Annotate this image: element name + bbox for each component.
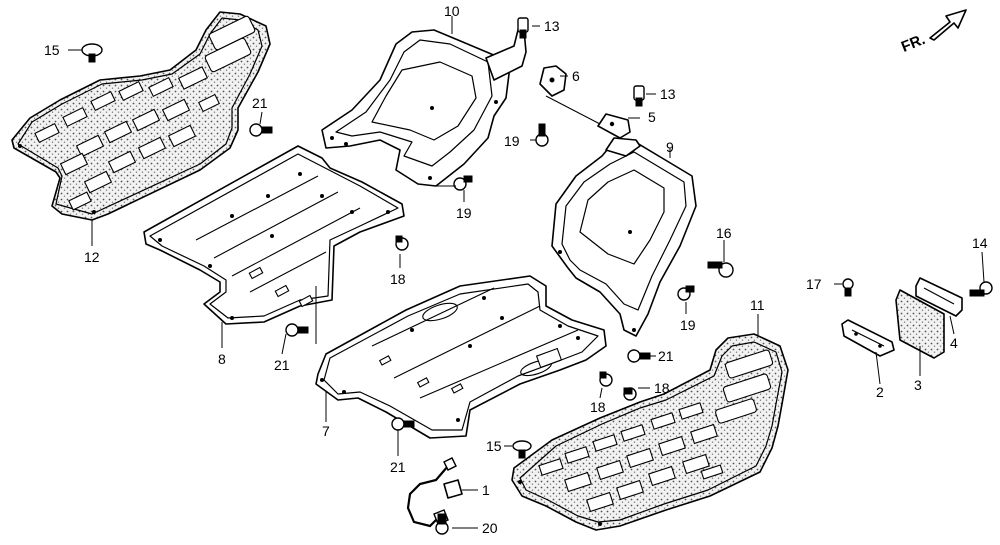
callout-9: 9 [666, 139, 674, 155]
fastener-16 [707, 261, 734, 278]
fastener-14 [969, 281, 993, 297]
callout-7: 7 [322, 423, 330, 439]
right-mat-pads [538, 349, 774, 513]
callout-1: 1 [482, 482, 490, 498]
fastener-13-right [633, 85, 645, 107]
fastener-20 [435, 513, 449, 535]
fastener-15-bottom [512, 440, 532, 459]
callout-21-right: 21 [658, 348, 674, 364]
callout-19-middle: 19 [456, 205, 472, 221]
callout-16: 16 [716, 225, 732, 241]
callout-5: 5 [648, 109, 656, 125]
callout-10: 10 [444, 3, 460, 19]
left-mat-pads [34, 15, 256, 211]
callout-labels: 1 2 3 4 5 6 7 8 9 10 11 12 13 13 14 15 1… [44, 3, 988, 536]
callout-13-top: 13 [544, 18, 560, 34]
part-11-right-floor-mat [511, 333, 789, 531]
callout-15-top: 15 [44, 42, 60, 58]
part-12-left-floor-mat [11, 11, 271, 221]
part-9-lower-seat-bracket [551, 137, 697, 337]
callout-17: 17 [806, 276, 822, 292]
leader-lines [68, 16, 985, 529]
callout-18-right: 18 [654, 380, 670, 396]
part-5-bracket [597, 113, 631, 139]
callout-8: 8 [218, 351, 226, 367]
part-4-reflector-plate [915, 277, 963, 317]
callout-19-upper: 19 [504, 133, 520, 149]
fastener-21-mid [285, 323, 309, 337]
front-direction-marker: FR. [899, 9, 967, 56]
fastener-13-top [517, 17, 529, 39]
front-direction-label: FR. [899, 31, 928, 56]
part-1-switch-harness [406, 457, 463, 528]
fastener-19-right [677, 285, 695, 301]
callout-19-right: 19 [680, 317, 696, 333]
fastener-15-top [81, 43, 103, 63]
fastener-18-left [395, 235, 409, 251]
fastener-18-right [623, 387, 637, 401]
callout-21-lower: 21 [390, 459, 406, 475]
fastener-17 [842, 278, 854, 297]
callout-12: 12 [84, 249, 100, 265]
callout-20: 20 [482, 520, 498, 536]
fastener-21-upper [249, 123, 273, 137]
callout-6: 6 [572, 68, 580, 84]
callout-18-left: 18 [390, 271, 406, 287]
fastener-19-upper [535, 123, 549, 147]
part-2-reflector-bracket [841, 319, 895, 357]
callout-3: 3 [914, 377, 922, 393]
callout-15-bottom: 15 [486, 438, 502, 454]
callout-4: 4 [950, 335, 958, 351]
fastener-19-middle [453, 175, 473, 191]
part-7-center-floor-plate [315, 275, 607, 439]
part-3-reflector [895, 289, 945, 359]
part-6-bracket [539, 65, 567, 97]
callout-21-upper: 21 [252, 95, 268, 111]
callout-13-right: 13 [660, 86, 676, 102]
part-10-upper-seat-bracket [321, 29, 527, 187]
callout-18-bottom: 18 [590, 399, 606, 415]
callout-11: 11 [750, 297, 765, 313]
fastener-21-lower [391, 417, 415, 431]
fastener-18-bottom [599, 371, 613, 387]
callout-14: 14 [972, 235, 988, 251]
front-arrow-icon [929, 9, 967, 41]
callout-21-mid: 21 [274, 357, 290, 373]
callout-2: 2 [876, 384, 884, 400]
